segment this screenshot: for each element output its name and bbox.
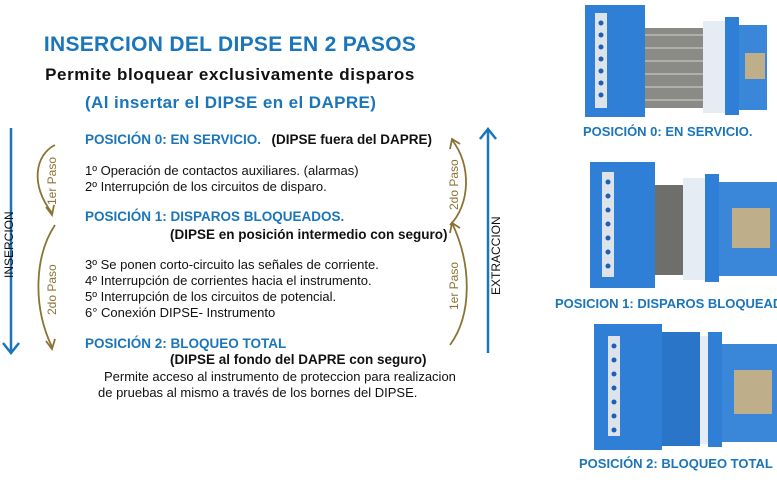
- photo-caption-0: POSICIÓN 0: EN SERVICIO.: [583, 124, 753, 139]
- step-2: 2º Interrupción de los circuitos de disp…: [85, 179, 327, 194]
- position-0-note: (DIPSE fuera del DAPRE): [271, 132, 433, 147]
- device-photo-position-1: [590, 162, 777, 288]
- subtitle-2: (Al insertar el DIPSE en el DAPRE): [85, 93, 377, 112]
- insertion-label: INSERCION: [2, 211, 16, 278]
- extraction-step2-label: 2do Paso: [447, 159, 461, 210]
- step-1: 1º Operación de contactos auxiliares. (a…: [85, 163, 359, 178]
- position-2-note: (DIPSE al fondo del DAPRE con seguro): [170, 352, 427, 367]
- step-3: 3º Se ponen corto-circuito las señales d…: [85, 257, 379, 272]
- position-0-header: POSICIÓN 0: EN SERVICIO. (DIPSE fuera de…: [85, 131, 432, 149]
- device-photo-position-2: [594, 324, 777, 450]
- extraction-label: EXTRACCION: [489, 216, 503, 295]
- device-photo-position-0: [585, 5, 767, 117]
- position-2-description-1: Permite acceso al instrumento de protecc…: [104, 369, 456, 384]
- position-1-heading: POSICIÓN 1: DISPAROS BLOQUEADOS.: [85, 209, 345, 224]
- photo-caption-2: POSICIÓN 2: BLOQUEO TOTAL: [579, 456, 773, 471]
- insertion-arrow-icon: [2, 128, 56, 356]
- extraction-arrow-icon: [449, 126, 497, 353]
- subtitle: Permite bloquear exclusivamente disparos: [45, 65, 415, 84]
- position-1-note: (DIPSE en posición intermedio con seguro…: [170, 227, 448, 242]
- step-4: 4º Interrupción de corrientes hacia el i…: [85, 273, 372, 288]
- step2-label: 2do Paso: [45, 264, 59, 315]
- step-6: 6° Conexión DIPSE- Instrumento: [85, 305, 276, 320]
- step-5: 5º Interrupción de los circuitos de pote…: [85, 289, 337, 304]
- position-2-heading: POSICIÓN 2: BLOQUEO TOTAL: [85, 336, 287, 351]
- photo-caption-1: POSICION 1: DISPAROS BLOQUEADOS: [555, 296, 777, 311]
- position-0-heading: POSICIÓN 0: EN SERVICIO.: [85, 132, 262, 147]
- step1-label: 1er Paso: [45, 156, 59, 205]
- extraction-step1-label: 1er Paso: [447, 261, 461, 310]
- page-title: INSERCION DEL DIPSE EN 2 PASOS: [43, 33, 417, 56]
- position-2-description-2: de pruebas al mismo a través de los born…: [98, 385, 418, 400]
